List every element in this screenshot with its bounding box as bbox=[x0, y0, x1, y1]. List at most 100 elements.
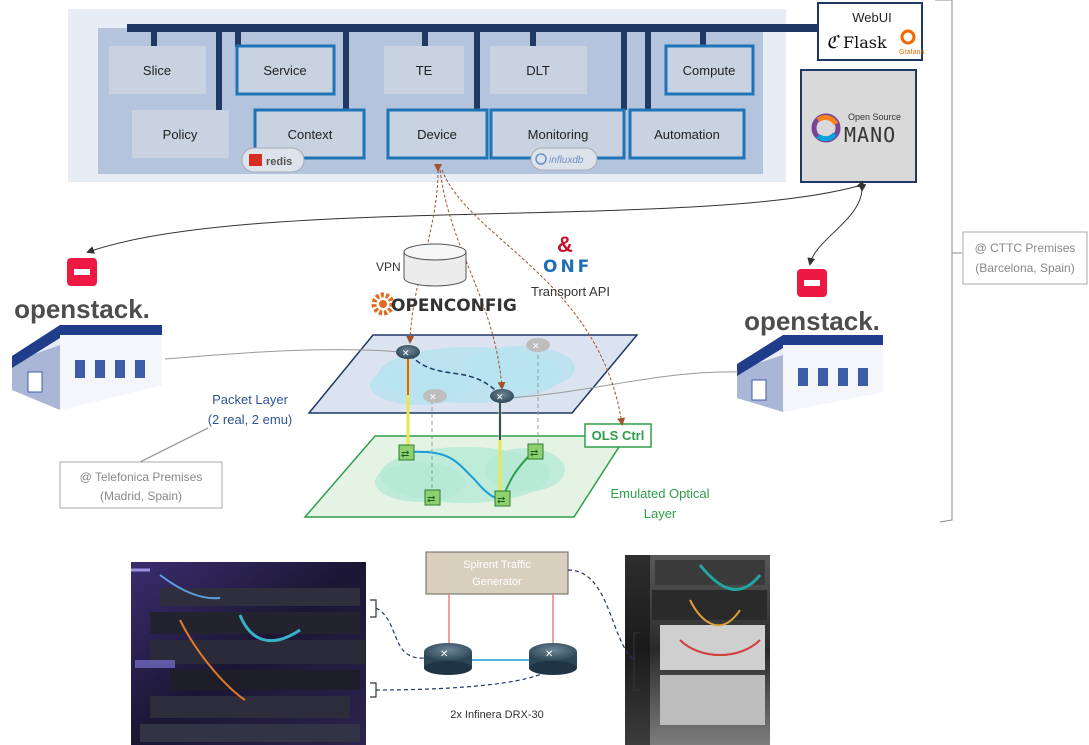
svg-text:Device: Device bbox=[417, 127, 457, 142]
module-slice: Slice bbox=[109, 46, 206, 94]
openconfig-gear-icon bbox=[371, 292, 395, 316]
optical-nodes: ⇄ ⇄ ⇄ ⇄ bbox=[398, 443, 544, 507]
router-icon: ✕ bbox=[396, 345, 420, 359]
svg-text:⇄: ⇄ bbox=[401, 449, 409, 460]
datacenter-building-icon bbox=[737, 335, 883, 412]
svg-text:Context: Context bbox=[288, 127, 333, 142]
redis-icon bbox=[249, 154, 262, 166]
svg-text:✕: ✕ bbox=[496, 392, 504, 402]
svg-text:⇄: ⇄ bbox=[530, 448, 538, 459]
packet-layer bbox=[307, 334, 639, 414]
svg-text:Transport API: Transport API bbox=[531, 284, 610, 299]
router-icon: ✕ bbox=[424, 643, 472, 675]
svg-text:DLT: DLT bbox=[526, 63, 550, 78]
osm-logo-icon bbox=[811, 113, 841, 143]
module-automation: Automation bbox=[628, 108, 746, 160]
roadm-icon: ⇄ bbox=[398, 444, 415, 461]
svg-text:✕: ✕ bbox=[429, 392, 437, 402]
osm-mano-box: Open Source MANO bbox=[800, 69, 917, 183]
left-rack-photo bbox=[131, 562, 366, 745]
packet-routers: ✕ ✕ ✕ ✕ bbox=[396, 338, 550, 403]
openconfig-logo: OPENCONFIG bbox=[371, 292, 517, 316]
lab-links bbox=[375, 569, 635, 691]
module-dlt: DLT bbox=[490, 46, 587, 94]
cttc-premises-brace: @ CTTC Premises (Barcelona, Spain) bbox=[935, 0, 1088, 523]
svg-text:Layer: Layer bbox=[644, 506, 677, 521]
svg-text:Emulated Optical: Emulated Optical bbox=[611, 486, 710, 501]
optical-layer bbox=[303, 435, 628, 518]
module-device: Device bbox=[386, 108, 489, 160]
ols-ctrl-box: OLS Ctrl bbox=[584, 423, 652, 448]
svg-text:(2 real, 2 emu): (2 real, 2 emu) bbox=[208, 412, 293, 427]
svg-text:✕: ✕ bbox=[440, 649, 448, 660]
svg-text:WebUI: WebUI bbox=[852, 10, 892, 25]
roadm-icon: ⇄ bbox=[527, 443, 544, 460]
influxdb-icon bbox=[535, 153, 547, 165]
emulated-router-icon: ✕ bbox=[423, 389, 447, 403]
roadm-icon: ⇄ bbox=[494, 490, 511, 507]
emulated-router-icon: ✕ bbox=[526, 338, 550, 352]
svg-text:TE: TE bbox=[416, 63, 433, 78]
right-rack-photo bbox=[625, 555, 770, 745]
svg-text:openstack.: openstack. bbox=[14, 294, 150, 324]
datacenter-building-icon bbox=[12, 325, 162, 410]
grafana-icon bbox=[900, 29, 916, 45]
module-te: TE bbox=[384, 46, 464, 94]
svg-text:ONF: ONF bbox=[543, 257, 592, 277]
svg-text:Monitoring: Monitoring bbox=[528, 127, 589, 142]
module-policy: Policy bbox=[132, 110, 229, 158]
svg-text:MANO: MANO bbox=[844, 123, 896, 147]
svg-text:openstack.: openstack. bbox=[744, 306, 880, 336]
svg-text:Spirent Traffic: Spirent Traffic bbox=[463, 559, 531, 571]
svg-text:Flask: Flask bbox=[843, 33, 887, 52]
layer-links bbox=[164, 348, 739, 501]
onf-symbol-icon: & bbox=[557, 232, 573, 257]
module-service: Service bbox=[235, 44, 336, 96]
svg-text:(Madrid, Spain): (Madrid, Spain) bbox=[100, 489, 182, 503]
optical-layer-label: Emulated Optical Layer bbox=[611, 486, 710, 521]
module-compute: Compute bbox=[664, 44, 755, 96]
flask-icon: ℭ bbox=[826, 32, 841, 53]
redis-badge: redis bbox=[241, 147, 305, 173]
svg-text:OLS Ctrl: OLS Ctrl bbox=[592, 428, 645, 443]
teraflow-controller: Slice Service TE DLT Compute Policy Cont… bbox=[68, 9, 819, 182]
webui-box: WebUI ℭ Flask Grafana bbox=[817, 2, 924, 61]
mano-connections bbox=[86, 180, 867, 266]
svg-text:influxdb: influxdb bbox=[549, 155, 584, 166]
message-bus bbox=[127, 24, 819, 32]
svg-text:OPENCONFIG: OPENCONFIG bbox=[391, 296, 517, 316]
lab-routers: ✕ ✕ bbox=[424, 643, 577, 675]
svg-text:✕: ✕ bbox=[532, 341, 540, 351]
routers-caption: 2x Infinera DRX-30 bbox=[450, 709, 544, 721]
svg-text:Grafana: Grafana bbox=[899, 49, 924, 56]
svg-text:✕: ✕ bbox=[545, 649, 553, 660]
spirent-traffic-generator: Spirent Traffic Generator bbox=[425, 551, 569, 595]
svg-text:Policy: Policy bbox=[163, 127, 198, 142]
svg-text:@ Telefonica Premises: @ Telefonica Premises bbox=[80, 470, 203, 484]
svg-text:@ CTTC Premises: @ CTTC Premises bbox=[975, 241, 1076, 255]
onf-logo: & ONF Transport API bbox=[531, 232, 610, 299]
vpn-tunnel: VPN bbox=[376, 243, 467, 287]
svg-text:Open Source: Open Source bbox=[848, 112, 901, 122]
svg-text:Automation: Automation bbox=[654, 127, 720, 142]
svg-text:redis: redis bbox=[266, 156, 292, 168]
openstack-site-left: openstack. bbox=[12, 258, 162, 410]
router-icon: ✕ bbox=[490, 389, 514, 403]
router-icon: ✕ bbox=[529, 643, 577, 675]
svg-text:Service: Service bbox=[263, 63, 306, 78]
svg-text:Generator: Generator bbox=[472, 576, 522, 588]
svg-text:✕: ✕ bbox=[402, 348, 410, 358]
svg-text:⇄: ⇄ bbox=[427, 494, 435, 505]
svg-text:⇄: ⇄ bbox=[497, 495, 505, 506]
svg-text:Slice: Slice bbox=[143, 63, 171, 78]
roadm-icon: ⇄ bbox=[424, 489, 441, 506]
svg-text:VPN: VPN bbox=[376, 260, 401, 274]
svg-text:Compute: Compute bbox=[683, 63, 736, 78]
svg-text:Packet Layer: Packet Layer bbox=[212, 392, 289, 407]
influxdb-badge: influxdb bbox=[530, 147, 598, 171]
telefonica-premises: @ Telefonica Premises (Madrid, Spain) bbox=[59, 427, 223, 509]
openstack-logo-icon bbox=[67, 258, 97, 286]
openstack-logo-icon bbox=[797, 269, 827, 297]
openstack-site-right: openstack. bbox=[737, 269, 883, 412]
